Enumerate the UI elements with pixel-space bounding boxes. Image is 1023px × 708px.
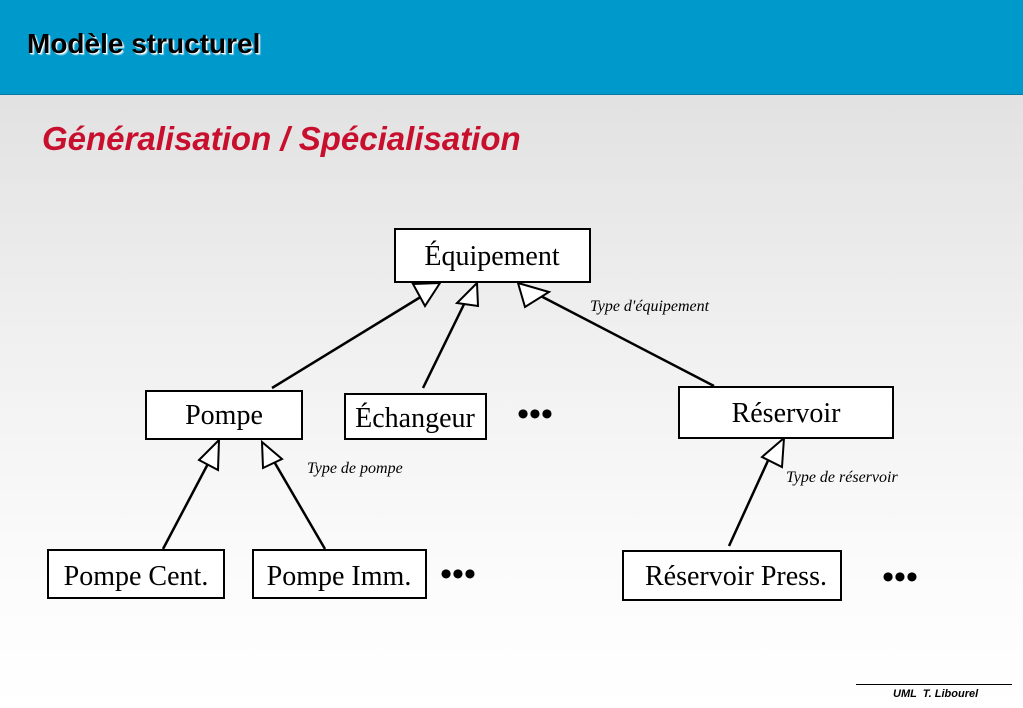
- class-label-pompe-cent: Pompe Cent.: [64, 561, 209, 592]
- discriminator-pompe: Type de pompe: [307, 460, 403, 477]
- class-box-echangeur: [344, 393, 487, 440]
- ellipsis-level1: •••: [517, 396, 553, 433]
- arrowhead-icon: [197, 437, 221, 472]
- class-label-reservoir-press: Réservoir Press.: [645, 561, 827, 592]
- edge-pompeimm-pompe: [270, 457, 327, 550]
- edge-echangeur-equipement: [421, 291, 472, 389]
- arrowhead-icon: [411, 281, 442, 308]
- arrowhead-icon: [454, 280, 480, 308]
- ellipsis-pompe: •••: [440, 556, 476, 593]
- class-box-equipement: [394, 228, 591, 283]
- slide-title: Modèle structurel: [27, 28, 261, 59]
- class-label-echangeur: Échangeur: [355, 403, 475, 434]
- edge-reservoirpress-reservoir: [727, 453, 773, 547]
- class-label-pompe-imm: Pompe Imm.: [267, 561, 412, 592]
- ellipsis-reservoir: •••: [882, 559, 918, 596]
- class-box-pompe-cent: [47, 549, 225, 599]
- slide-subtitle: Généralisation / Spécialisation: [42, 120, 521, 157]
- class-label-reservoir: Réservoir: [732, 398, 842, 429]
- class-box-reservoir-press: [622, 550, 842, 601]
- class-label-equipement: Équipement: [424, 241, 560, 272]
- footer-divider: [856, 684, 1012, 685]
- class-box-pompe: [145, 390, 303, 440]
- footer-credit: UML T. Libourel: [893, 688, 979, 700]
- edge-pompe-equipement: [271, 288, 433, 390]
- arrowhead-icon: [516, 281, 552, 309]
- arrowhead-icon: [260, 439, 284, 470]
- class-box-pompe-imm: [252, 549, 427, 599]
- class-box-reservoir: [678, 386, 894, 439]
- arrowhead-icon: [760, 435, 786, 469]
- edge-reservoir-equipement: [532, 290, 715, 388]
- discriminator-reservoir: Type de réservoir: [786, 469, 898, 486]
- class-label-pompe: Pompe: [185, 400, 263, 431]
- title-bar: Modèle structurel: [0, 0, 1023, 95]
- discriminator-equipement: Type d'équipement: [590, 298, 710, 315]
- edge-pompecent-pompe: [161, 457, 213, 550]
